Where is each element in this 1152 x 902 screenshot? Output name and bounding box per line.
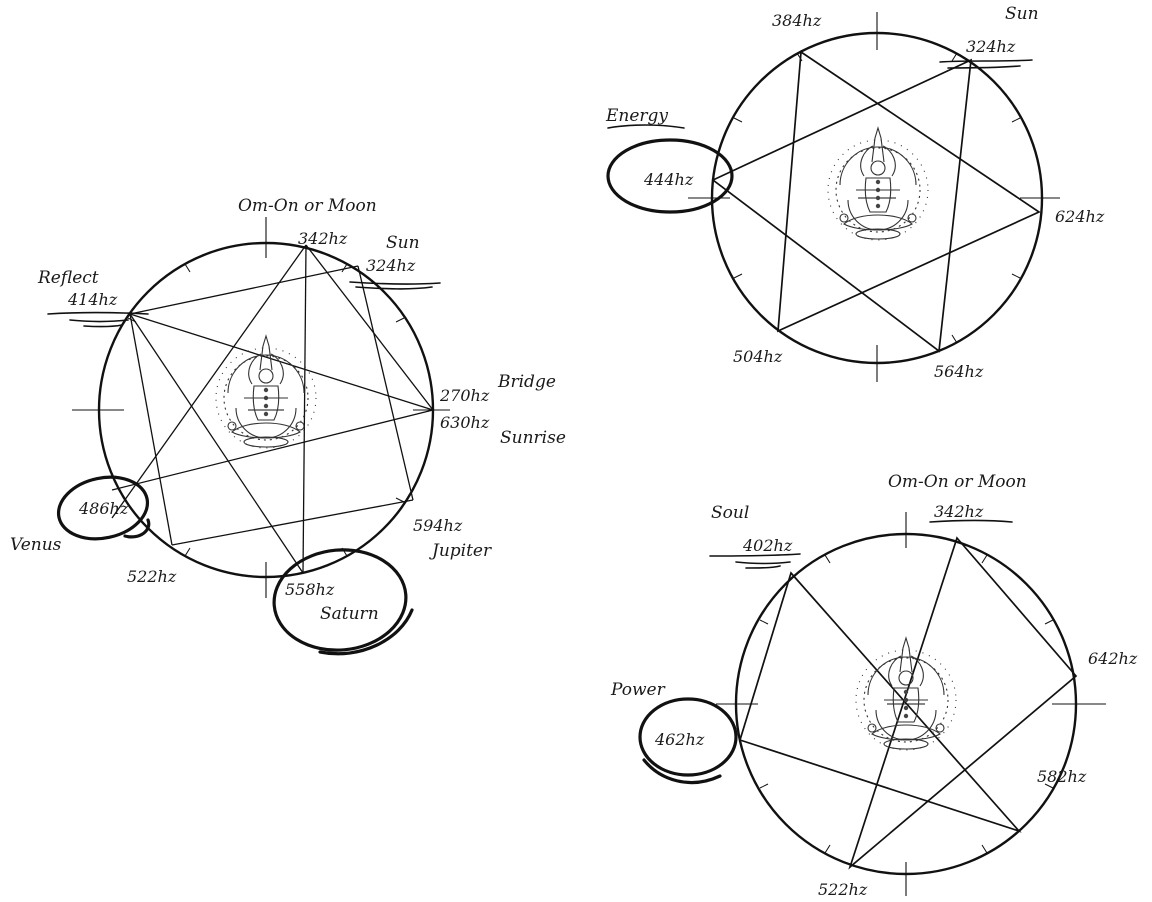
br-label-582: 582hz	[1037, 767, 1087, 786]
tr-label-energy: Energy	[605, 106, 668, 126]
left-label-630: 630hz	[440, 413, 490, 432]
left-label-sun: Sun	[386, 233, 420, 253]
left-label-324: 324hz	[366, 256, 416, 275]
br-label-power: Power	[610, 680, 666, 700]
tr-label-564: 564hz	[934, 362, 984, 381]
left-wheel: Om-On or Moon 342hz Sun 324hz Reflect 41…	[10, 196, 566, 656]
left-label-594: 594hz	[413, 516, 463, 535]
tr-label-624: 624hz	[1055, 207, 1105, 226]
saturn-circle	[272, 548, 408, 652]
br-header: Om-On or Moon	[888, 472, 1027, 492]
left-label-558: 558hz	[285, 580, 335, 599]
left-chords	[111, 244, 434, 574]
sun-underline	[349, 281, 441, 285]
bottom-right-wheel: Om-On or Moon 342hz Soul 402hz 642hz Pow…	[610, 472, 1138, 899]
tr-label-504: 504hz	[733, 347, 783, 366]
tr-label-384: 384hz	[772, 11, 822, 30]
br-star	[738, 536, 1078, 870]
br-label-soul: Soul	[711, 503, 749, 523]
br-label-462: 462hz	[654, 730, 705, 749]
br-label-342: 342hz	[934, 502, 984, 521]
top-right-wheel: 384hz Sun 324hz Energy 444hz 624hz 504hz…	[605, 4, 1105, 382]
br-label-522: 522hz	[818, 880, 868, 899]
br-label-402: 402hz	[742, 536, 793, 555]
left-label-reflect: Reflect	[37, 268, 99, 288]
tr-star	[711, 50, 1041, 353]
left-label-342: 342hz	[298, 229, 348, 248]
left-label-414: 414hz	[67, 290, 118, 309]
br-ticks	[759, 554, 1054, 854]
tr-label-444: 444hz	[643, 170, 694, 189]
br-label-642: 642hz	[1088, 649, 1138, 668]
left-label-saturn: Saturn	[320, 604, 379, 624]
left-header: Om-On or Moon	[238, 196, 377, 216]
left-label-venus: Venus	[10, 535, 62, 555]
left-label-522: 522hz	[127, 567, 177, 586]
tr-ticks	[733, 52, 1021, 344]
power-circle	[638, 697, 738, 777]
venus-circle	[56, 475, 150, 541]
left-label-486: 486hz	[78, 499, 129, 518]
tr-label-sun: Sun	[1005, 4, 1039, 24]
energy-circle	[606, 138, 734, 214]
left-label-jupiter: Jupiter	[429, 541, 492, 561]
left-label-270: 270hz	[439, 386, 490, 405]
left-label-bridge: Bridge	[497, 372, 556, 392]
tr-label-324: 324hz	[966, 37, 1016, 56]
left-label-sunrise: Sunrise	[500, 428, 566, 448]
